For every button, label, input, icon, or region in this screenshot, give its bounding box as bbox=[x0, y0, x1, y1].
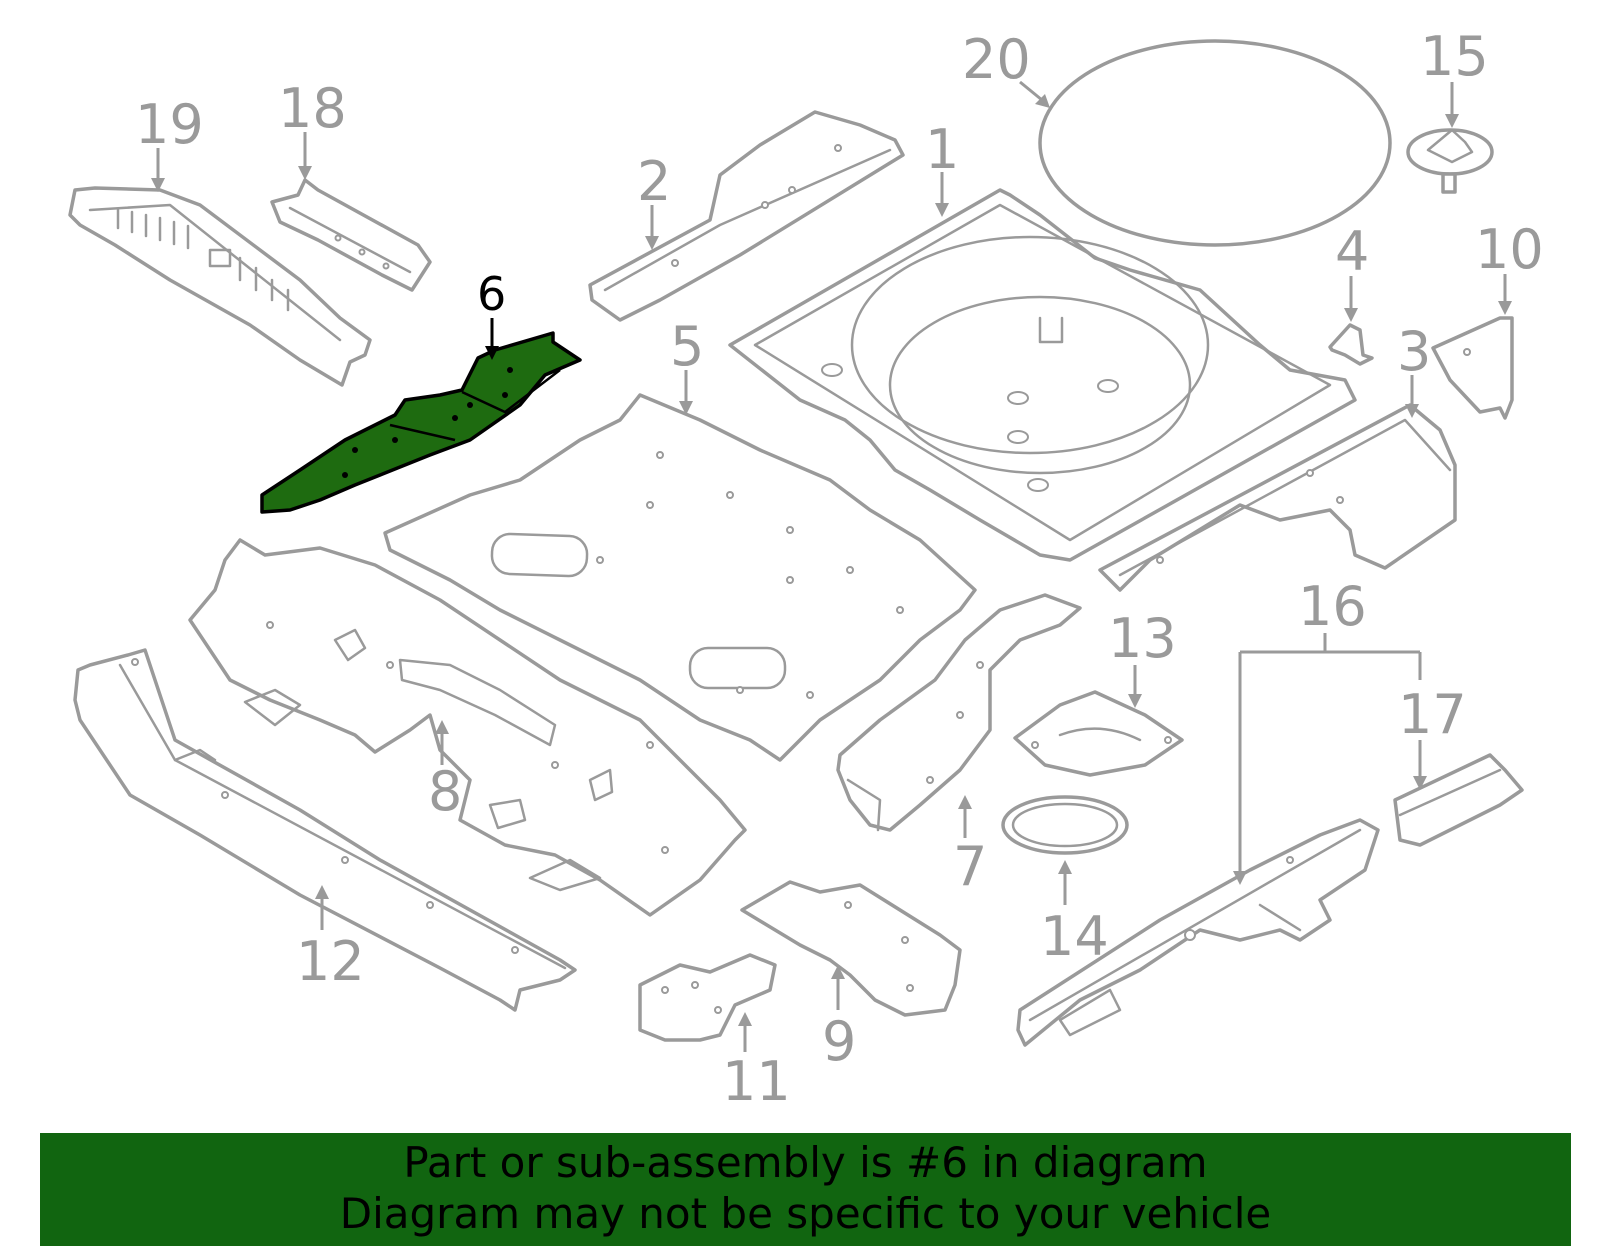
callout-5: 5 bbox=[670, 315, 704, 415]
callout-7: 7 bbox=[953, 795, 987, 898]
callout-10: 10 bbox=[1475, 218, 1544, 315]
callout-9-label: 9 bbox=[822, 1010, 856, 1073]
callout-7-label: 7 bbox=[953, 835, 987, 898]
callout-1: 1 bbox=[925, 118, 959, 217]
callout-3: 3 bbox=[1397, 320, 1431, 418]
callout-3-label: 3 bbox=[1397, 320, 1431, 383]
callout-16: 16 bbox=[1233, 575, 1422, 885]
parts-diagram: 19 18 2 1 20 15 4 10 3 bbox=[68, 25, 1544, 1113]
part-1-floor-pan bbox=[728, 188, 1357, 562]
callout-19: 19 bbox=[135, 93, 204, 192]
callout-4: 4 bbox=[1335, 220, 1369, 322]
callout-6-label: 6 bbox=[477, 267, 506, 321]
part-7-wheelhouse bbox=[836, 593, 1082, 832]
part-16-frame-rail bbox=[1016, 818, 1380, 1047]
callout-13-label: 13 bbox=[1108, 607, 1177, 670]
part-9-plate bbox=[740, 880, 962, 1017]
callout-19-label: 19 bbox=[135, 93, 204, 156]
callout-8: 8 bbox=[428, 720, 462, 823]
part-13-cover bbox=[1013, 690, 1184, 777]
callout-2-label: 2 bbox=[637, 150, 671, 213]
part-8-inner-panel bbox=[188, 538, 747, 917]
part-18-bracket bbox=[270, 178, 432, 292]
callout-14-label: 14 bbox=[1040, 905, 1109, 968]
callout-15-label: 15 bbox=[1420, 25, 1489, 88]
callout-11-label: 11 bbox=[722, 1050, 791, 1113]
callout-2: 2 bbox=[637, 150, 671, 250]
callout-18: 18 bbox=[278, 77, 347, 180]
banner-line-2: Diagram may not be specific to your vehi… bbox=[339, 1189, 1272, 1238]
part-3-crossmember bbox=[1098, 403, 1457, 592]
part-5-floor-panel bbox=[383, 393, 977, 762]
part-11-bracket bbox=[638, 953, 777, 1042]
part-19-long-rail bbox=[68, 186, 372, 387]
callout-12: 12 bbox=[296, 885, 365, 993]
part-17-small-rail bbox=[1393, 753, 1524, 847]
callout-1-label: 1 bbox=[925, 118, 959, 181]
part-12-side-sill bbox=[73, 648, 577, 1012]
callout-13: 13 bbox=[1108, 607, 1177, 708]
callout-15: 15 bbox=[1420, 25, 1489, 128]
part-20-pad bbox=[1038, 39, 1392, 247]
callout-10-label: 10 bbox=[1475, 218, 1544, 281]
callout-17-label: 17 bbox=[1398, 683, 1467, 746]
callout-6: 6 bbox=[477, 267, 506, 360]
part-6-highlighted-member bbox=[260, 331, 582, 514]
callout-5-label: 5 bbox=[670, 315, 704, 378]
part-10-gusset bbox=[1431, 316, 1514, 420]
callout-18-label: 18 bbox=[278, 77, 347, 140]
banner-line-1: Part or sub-assembly is #6 in diagram bbox=[403, 1138, 1208, 1187]
part-4-bracket bbox=[1328, 323, 1374, 366]
callout-11: 11 bbox=[722, 1012, 791, 1113]
callout-12-label: 12 bbox=[296, 930, 365, 993]
part-2-rail bbox=[588, 110, 905, 322]
part-15-plug bbox=[1406, 128, 1494, 194]
callout-16-label: 16 bbox=[1298, 575, 1367, 638]
callout-9: 9 bbox=[822, 965, 856, 1073]
info-banner: Part or sub-assembly is #6 in diagram Di… bbox=[40, 1133, 1571, 1246]
callout-14: 14 bbox=[1040, 860, 1109, 968]
callout-17: 17 bbox=[1398, 683, 1467, 790]
callout-20: 20 bbox=[962, 28, 1050, 108]
callout-4-label: 4 bbox=[1335, 220, 1369, 283]
callout-8-label: 8 bbox=[428, 760, 462, 823]
callout-20-label: 20 bbox=[962, 28, 1031, 91]
part-14-ring bbox=[1001, 795, 1129, 855]
